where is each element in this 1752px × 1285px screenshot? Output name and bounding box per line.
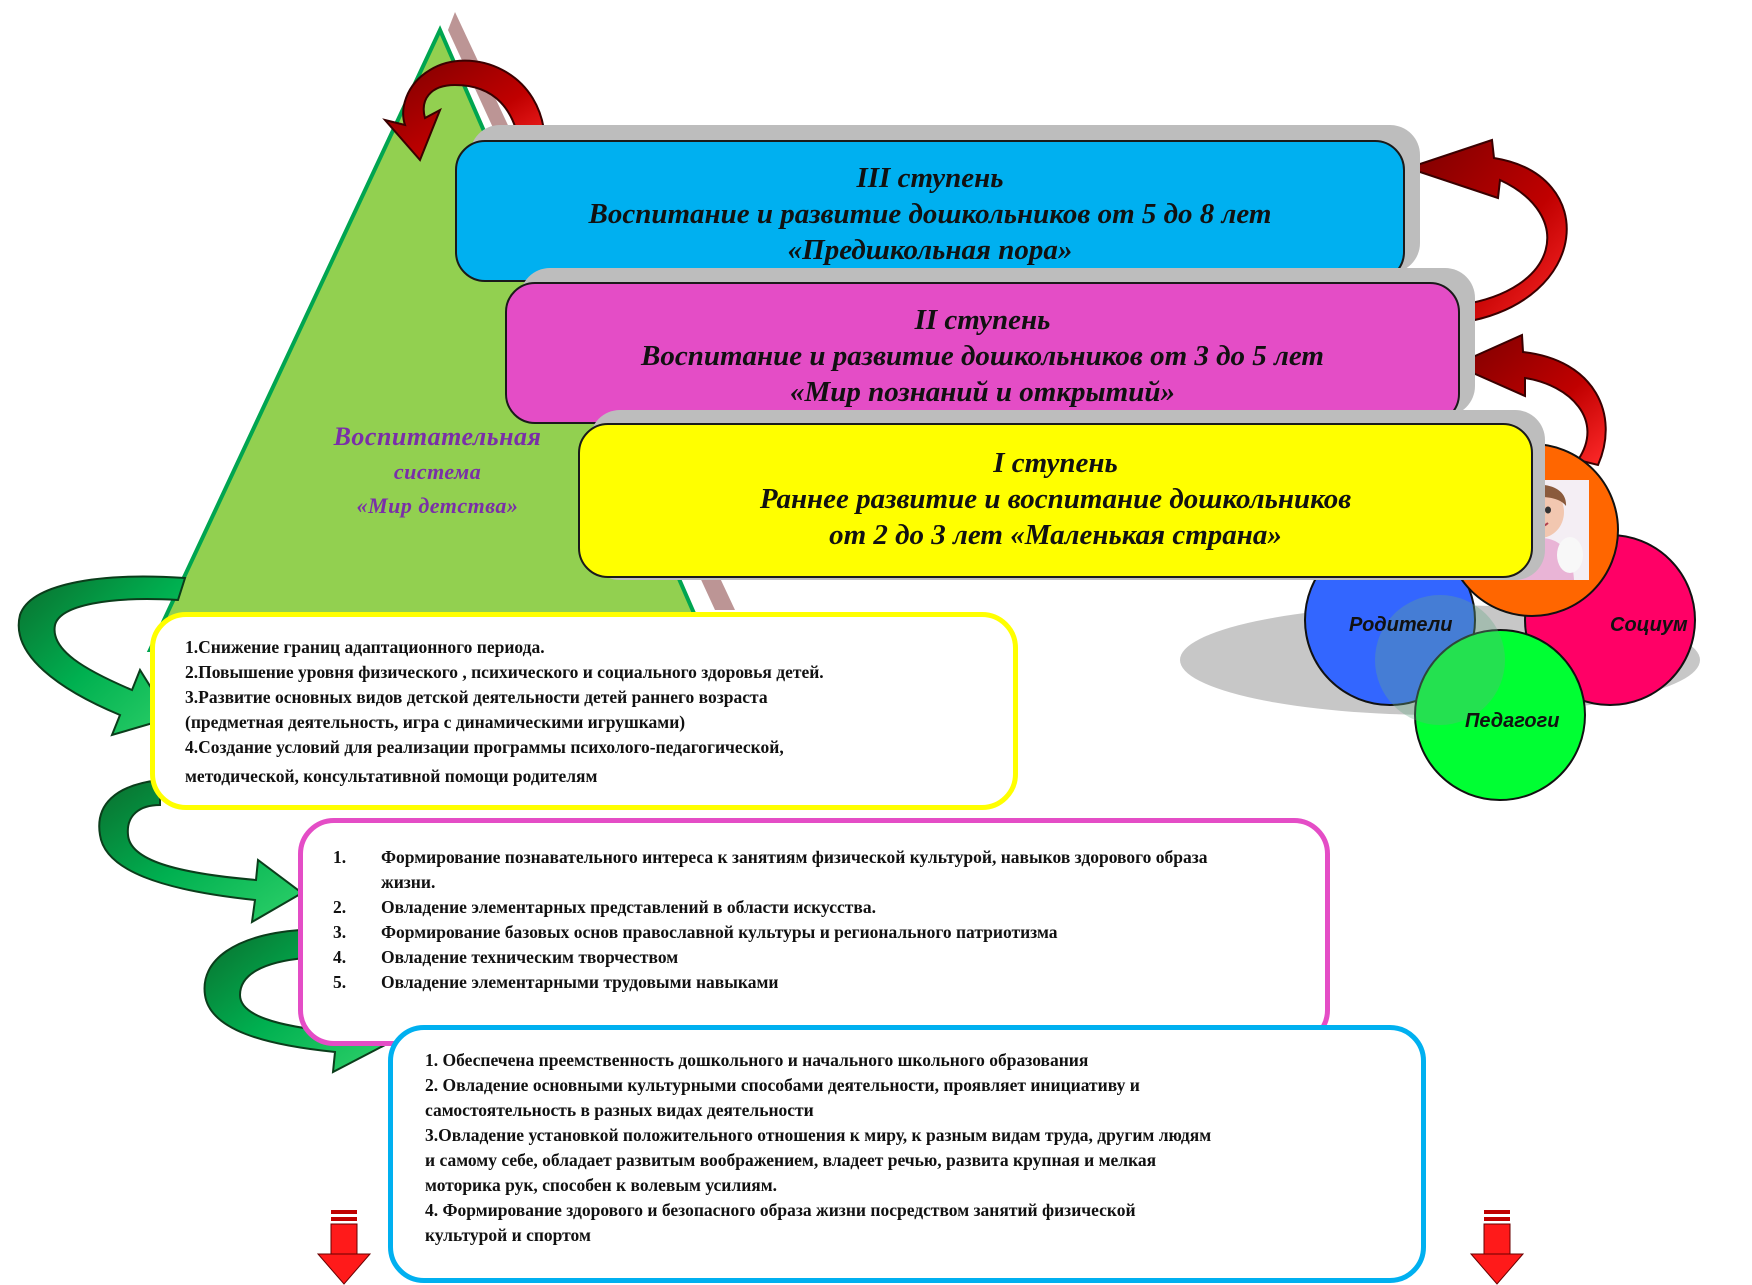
box2-item: 3. Формирование базовых основ православн… <box>333 922 1058 942</box>
stage-1-number: I ступень <box>993 447 1118 479</box>
box3-line: самостоятельность в разных видах деятель… <box>425 1100 814 1120</box>
box3-line: культурой и спортом <box>425 1225 591 1245</box>
pyramid-title-line2: система <box>393 459 482 484</box>
box1-line: (предметная деятельность, игра с динамич… <box>185 712 686 732</box>
box2-item: 4. Овладение техническим творчеством <box>333 947 679 967</box>
red-down-arrow-right-icon <box>1469 1210 1525 1285</box>
box1-line: 2.Повышение уровня физического , психиче… <box>185 662 824 682</box>
box3-line: моторика рук, способен к волевым усилиям… <box>425 1175 778 1195</box>
red-down-arrow-left-icon <box>316 1210 372 1285</box>
box3-line: 1. Обеспечена преемственность дошкольног… <box>425 1050 1089 1070</box>
stage-3-description: Воспитание и развитие дошкольников от 5 … <box>588 198 1272 230</box>
green-curved-arrow-1-icon <box>17 575 187 737</box>
circle-label-society: Социум <box>1610 614 1688 636</box>
stage-1-description: Раннее развитие и воспитание дошкольнико… <box>759 483 1352 515</box>
pyramid-title-line3: «Мир детства» <box>356 493 519 518</box>
stage-3-number: III ступень <box>856 162 1004 194</box>
box1-line: 4.Создание условий для реализации програ… <box>185 737 784 757</box>
box3-line: 2. Овладение основными культурными спосо… <box>425 1075 1140 1095</box>
box2-item: 5. Овладение элементарными трудовыми нав… <box>333 972 779 992</box>
stage3-goals-box: 1. Обеспечена преемственность дошкольног… <box>388 1025 1426 1283</box>
stage-2-description: Воспитание и развитие дошкольников от 3 … <box>641 340 1324 372</box>
stage-2: II ступень Воспитание и развитие дошколь… <box>505 282 1460 424</box>
box2-item: 1. Формирование познавательного интереса… <box>333 847 1208 892</box>
pyramid-title-line1: Воспитательная <box>333 422 542 451</box>
circle-teachers <box>1414 629 1586 801</box>
circle-label-teachers: Педагоги <box>1465 710 1560 732</box>
box1-line: 1.Снижение границ адаптационного периода… <box>185 637 545 657</box>
stage-2-number: II ступень <box>914 304 1051 336</box>
red-curved-arrow-right-lower-icon <box>1452 333 1607 467</box>
stage1-goals-box: 1.Снижение границ адаптационного периода… <box>150 612 1018 810</box>
stage-3: III ступень Воспитание и развитие дошкол… <box>455 140 1405 282</box>
box1-line: 3.Развитие основных видов детской деятел… <box>185 687 768 707</box>
stage-1: I ступень Раннее развитие и воспитание д… <box>578 423 1533 578</box>
pyramid-title: Воспитательная система «Мир детства» <box>300 420 575 523</box>
red-curved-arrow-right-upper-icon <box>1404 138 1568 324</box>
box1-line: методической, консультативной помощи род… <box>185 766 598 786</box>
circle-label-parents: Родители <box>1349 614 1453 636</box>
stage-2-name: «Мир познаний и открытий» <box>789 376 1175 408</box>
box2-item: 2. Овладение элементарных представлений … <box>333 897 876 917</box>
box3-line: и самому себе, обладает развитым воображ… <box>425 1150 1157 1170</box>
red-curved-arrow-top-icon <box>382 59 547 162</box>
circle-overlap-tint <box>1375 595 1505 725</box>
box3-line: 4. Формирование здорового и безопасного … <box>425 1200 1136 1220</box>
stage-3-name: «Предшкольная пора» <box>787 234 1073 266</box>
green-curved-arrow-2-icon <box>98 778 304 924</box>
box3-line: 3.Овладение установкой положительного от… <box>425 1125 1212 1145</box>
stage2-goals-box: 1. Формирование познавательного интереса… <box>298 818 1330 1046</box>
stage-1-name: от 2 до 3 лет «Маленькая страна» <box>829 519 1282 551</box>
